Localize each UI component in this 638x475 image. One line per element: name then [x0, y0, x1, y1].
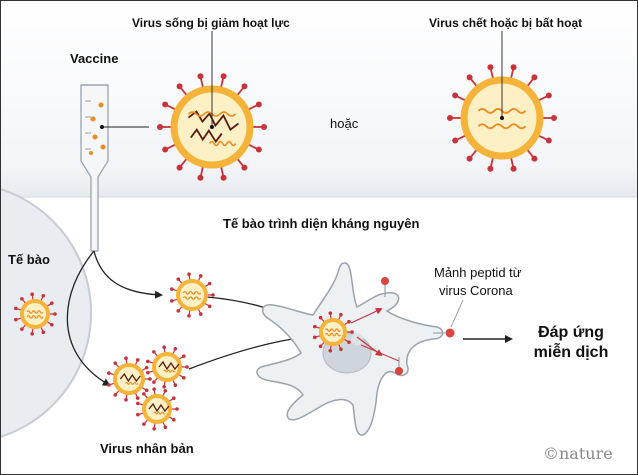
peptide-fragment	[395, 357, 403, 375]
virus-in-cell	[14, 292, 57, 336]
peptide-transport-3	[360, 344, 400, 362]
dead-virus-label: Virus chết hoặc bị bất hoạt	[429, 16, 583, 30]
replicating-virus-label: Virus nhân bản	[100, 441, 194, 456]
apc-vesicle	[351, 333, 363, 345]
engulfed-virus	[312, 311, 354, 353]
nature-credit: ©nature	[543, 444, 613, 463]
peptide-fragment	[381, 277, 389, 297]
peptide-transport-1	[350, 307, 383, 324]
peptide-label-line2: virus Corona	[439, 283, 513, 298]
replicating-virus	[136, 387, 179, 431]
live-virus-label: Virus sống bị giảm hoạt lực	[132, 16, 290, 30]
vaccine-label: Vaccine	[70, 51, 119, 66]
replicating-virus	[146, 345, 189, 389]
peptide-callout-line	[450, 299, 464, 328]
peptide-fragment-highlight	[433, 328, 455, 338]
virus-center-dot	[210, 125, 214, 129]
arrow-to-replicating	[66, 250, 111, 387]
virus-entering-apc	[170, 272, 215, 318]
peptide-label-line1: Mảnh peptid từ	[434, 265, 522, 280]
or-label: hoặc	[330, 116, 359, 131]
response-label-line2: miễn dịch	[533, 344, 609, 361]
cell-label: Tế bào	[8, 252, 50, 267]
arrow-to-cell-virus	[93, 250, 163, 299]
replicating-virus	[107, 356, 152, 402]
apc-label: Tế bào trình diện kháng nguyên	[223, 216, 420, 231]
vaccine-tube	[80, 84, 149, 252]
response-label-line1: Đáp ứng	[538, 324, 604, 341]
virus-center-dot	[500, 116, 504, 120]
